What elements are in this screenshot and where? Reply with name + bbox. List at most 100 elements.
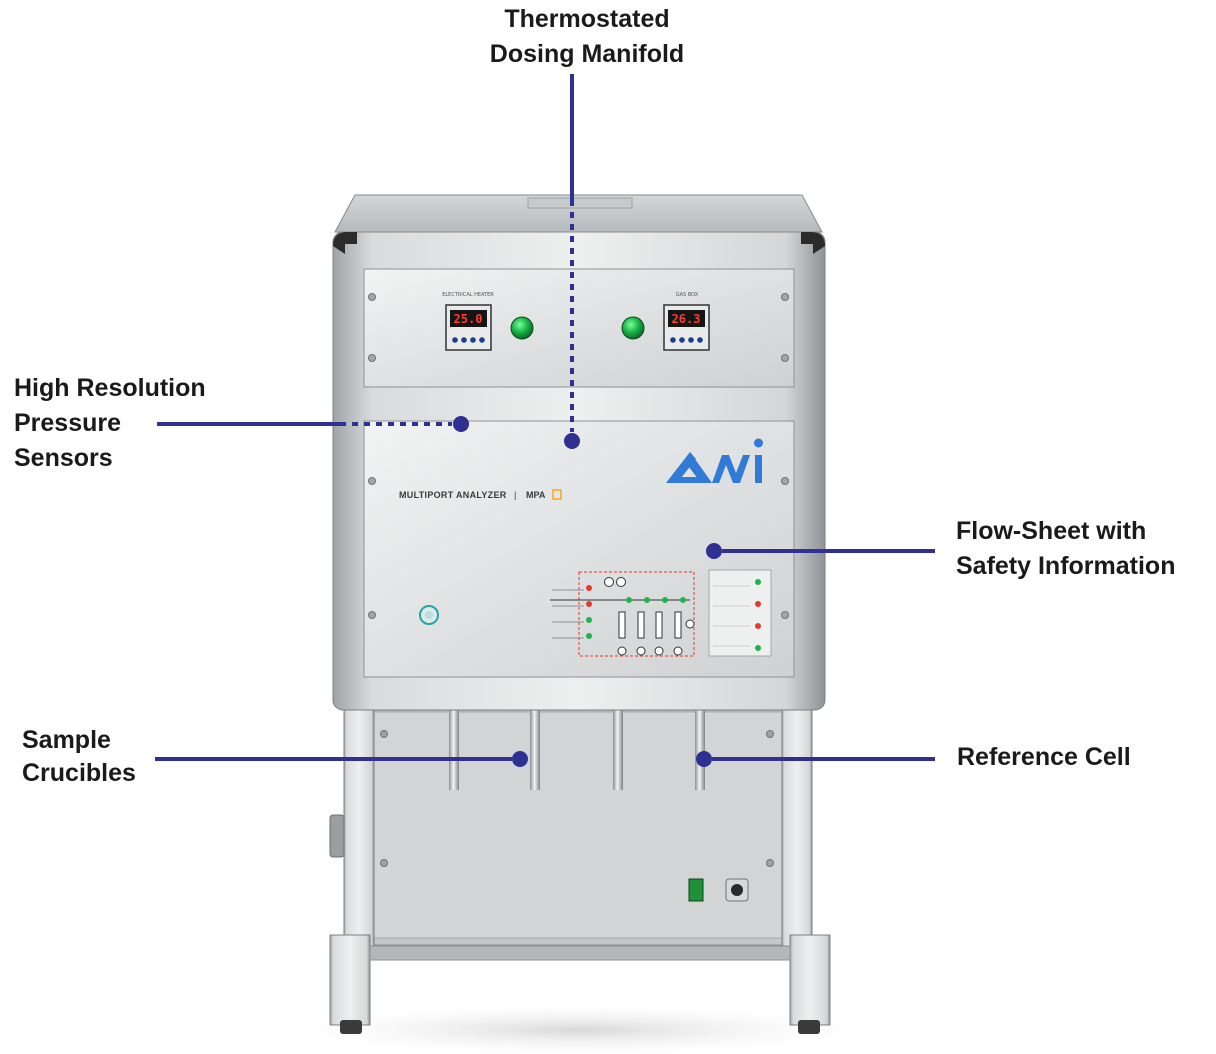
corner-bumper-left: [333, 232, 357, 254]
sample-tube-3: [613, 710, 623, 790]
pressure-callout-line1: High Resolution: [14, 374, 206, 402]
screw: [781, 293, 789, 301]
manifold-callout-line2: Dosing Manifold: [489, 40, 685, 68]
valve-red: [586, 585, 592, 591]
controller-panel: [363, 268, 795, 388]
heater-indicator-light: [510, 316, 534, 340]
sample-tube-1: [449, 710, 459, 790]
reference-callout: Reference Cell: [957, 740, 1131, 775]
corner-bumper-right: [801, 232, 825, 254]
model-label: MULTIPORT ANALYZER: [399, 490, 507, 500]
sample-tubes: [449, 710, 705, 790]
valve-green: [626, 597, 632, 603]
controller-left-display: [450, 310, 487, 327]
controller-right-key: [688, 337, 694, 343]
screw: [380, 859, 388, 867]
base-crossbar: [369, 945, 791, 961]
flowsheet-callout-line2: Safety Information: [956, 552, 1176, 580]
controller-left-key: [479, 337, 485, 343]
flow-sheet-schematic: [550, 571, 695, 657]
controller-left-key: [452, 337, 458, 343]
right-post: [781, 704, 813, 956]
floor-shadow: [248, 1002, 908, 1054]
screw: [781, 354, 789, 362]
crucibles-callout: Sample Crucibles: [22, 724, 136, 790]
right-foot: [789, 934, 831, 1026]
sensor-symbol: [673, 646, 683, 656]
gauge: [616, 577, 626, 587]
safety-information-box: [708, 569, 772, 657]
valve-button-core: [425, 611, 433, 619]
power-switch: [688, 878, 704, 902]
ami-logo: [666, 438, 763, 483]
gauge: [604, 577, 614, 587]
crucibles-callout-line1: Sample: [22, 726, 111, 754]
crucibles-callout-line2: Crucibles: [22, 759, 136, 787]
pressure-callout-line3: Sensors: [14, 444, 113, 472]
screw: [368, 611, 376, 619]
controller-left-key: [461, 337, 467, 343]
sensor-symbol: [617, 646, 627, 656]
valve-green: [586, 617, 592, 623]
cabinet-top: [334, 194, 823, 233]
screw: [781, 611, 789, 619]
valve-green: [662, 597, 668, 603]
screw: [766, 859, 774, 867]
power-connector-socket: [731, 884, 743, 896]
sample-cell-symbol: [637, 611, 645, 639]
left-wheel: [340, 1020, 362, 1034]
controller-right-title: GAS BOX: [676, 292, 699, 298]
pressure-callout: High Resolution Pressure Sensors: [14, 371, 206, 476]
manifold-leader-dot: [564, 433, 580, 449]
reference-callout-line1: Reference Cell: [957, 743, 1131, 771]
controller-right-key: [697, 337, 703, 343]
reference-cell-symbol: [674, 611, 682, 639]
model-code: MPA: [526, 490, 546, 500]
pressure-leader-dot: [453, 416, 469, 432]
sensor-symbol: [654, 646, 664, 656]
left-post: [343, 704, 375, 956]
model-divider: |: [514, 490, 516, 500]
crucibles-leader-dot: [512, 751, 528, 767]
sensor-symbol: [636, 646, 646, 656]
controller-left-key: [470, 337, 476, 343]
reference-tube: [695, 710, 705, 790]
controller-right-key: [679, 337, 685, 343]
top-vent: [527, 197, 633, 209]
safety-indicator-green: [755, 579, 761, 585]
flowsheet-callout: Flow-Sheet with Safety Information: [956, 514, 1175, 584]
valve-green: [644, 597, 650, 603]
left-foot: [329, 934, 371, 1026]
model-code-accent: [552, 489, 562, 500]
safety-indicator-red: [755, 601, 761, 607]
valve-green: [586, 633, 592, 639]
valve-green: [680, 597, 686, 603]
controller-left-title: ELECTRICAL HEATER: [442, 292, 494, 298]
manifold-callout: Thermostated Dosing Manifold: [472, 2, 702, 72]
controller-right-display: [668, 310, 705, 327]
lower-inner-panel: [373, 711, 783, 939]
screw: [368, 477, 376, 485]
screw: [368, 293, 376, 301]
side-connector: [329, 814, 345, 858]
controller-right-reading: 26.3: [672, 312, 701, 326]
sample-cell-symbol: [618, 611, 626, 639]
sample-cell-symbol: [655, 611, 663, 639]
flowsheet-leader-dot: [706, 543, 722, 559]
flow-sheet-boundary: [578, 571, 695, 657]
screw: [368, 354, 376, 362]
safety-indicator-green: [755, 645, 761, 651]
right-wheel: [798, 1020, 820, 1034]
leader-lines: [155, 74, 935, 767]
valve-red: [586, 601, 592, 607]
screw: [380, 730, 388, 738]
flowsheet-callout-line1: Flow-Sheet with: [956, 517, 1147, 545]
reference-leader-dot: [696, 751, 712, 767]
gas-indicator-light: [621, 316, 645, 340]
sample-tube-2: [530, 710, 540, 790]
controller-right-key: [670, 337, 676, 343]
controller-left-reading: 25.0: [454, 312, 483, 326]
safety-indicator-red: [755, 623, 761, 629]
screw: [781, 477, 789, 485]
